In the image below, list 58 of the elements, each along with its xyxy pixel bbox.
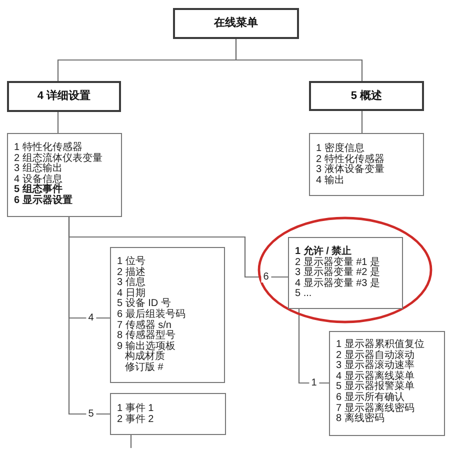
- menu-item: 9 输出选项板: [117, 342, 176, 352]
- menu-item: 6 最后组装号码: [117, 310, 186, 320]
- menu-item: 1 允许 / 禁止: [295, 247, 352, 257]
- menu-item: 修订版 #: [125, 362, 164, 374]
- menu-item: 4 显示器离线菜单: [336, 372, 414, 382]
- menu-item: 7 显示器离线密码: [336, 404, 414, 414]
- menu-title: 5 概述: [350, 90, 382, 102]
- menu-item: 5 设备 ID 号: [117, 299, 171, 310]
- connector-line: [298, 309, 329, 384]
- menu-item: 1 密度信息: [316, 144, 364, 154]
- edge-label: 5: [86, 408, 96, 420]
- menu-header-box: [7, 81, 121, 112]
- connector-line: [235, 39, 363, 81]
- menu-item: 1 事件 1: [117, 404, 154, 414]
- menu-item: 3 信息: [117, 278, 146, 288]
- menu-item: 3 显示器变量 #2 是: [295, 268, 380, 278]
- menu-item: 4 输出: [316, 176, 344, 186]
- menu-list-box: [110, 247, 225, 383]
- connector-line: [68, 217, 110, 415]
- menu-item: 3 显示器滚动速率: [336, 361, 414, 372]
- edge-label: 1: [309, 378, 319, 388]
- menu-list-box: [309, 133, 424, 196]
- menu-item: 8 离线密码: [336, 414, 384, 425]
- menu-item: 1 特性化传感器: [14, 143, 82, 153]
- menu-item: 2 事件 2: [117, 414, 154, 426]
- menu-list-box: [329, 331, 445, 436]
- connector-line: [130, 435, 132, 448]
- menu-item: 3 组态输出: [14, 164, 62, 174]
- edge-label: 6: [261, 272, 271, 282]
- menu-item: 6 显示器设置: [14, 196, 72, 207]
- menu-item: 构成材质: [125, 352, 165, 362]
- menu-item: 2 描述: [117, 268, 146, 278]
- menu-item: 4 日期: [117, 288, 146, 299]
- menu-item: 4 设备信息: [14, 174, 62, 185]
- menu-item: 7 传感器 s/n: [117, 320, 172, 331]
- menu-item: 5 组态事件: [14, 185, 62, 196]
- menu-item: 1 显示器累积值复位: [336, 340, 424, 350]
- menu-list-box: [110, 393, 226, 435]
- menu-item: 2 显示器自动滚动: [336, 350, 414, 361]
- menu-item: 1 位号: [117, 257, 146, 267]
- menu-item: 3 液体设备变量: [316, 165, 384, 176]
- menu-title: 4 详细设置: [37, 90, 91, 103]
- menu-item: 5 显示器报警菜单: [336, 382, 414, 392]
- connector-line: [57, 112, 59, 133]
- menu-item: 6 显示所有确认: [336, 392, 404, 403]
- edge-label: 4: [86, 312, 96, 324]
- menu-header-box: [309, 81, 424, 111]
- connector-line: [361, 111, 363, 133]
- menu-item: 2 组态流体仪表变量: [14, 154, 102, 164]
- menu-list-box: [7, 133, 122, 217]
- menu-list-box: [288, 237, 403, 309]
- menu-item: 5 ...: [295, 289, 312, 300]
- menu-item: 8 传感器型号: [117, 331, 176, 342]
- menu-title: 在线菜单: [214, 17, 258, 30]
- menu-item: 2 显示器变量 #1 是: [295, 258, 380, 268]
- menu-item: 2 特性化传感器: [316, 154, 384, 165]
- menu-item: 4 显示器变量 #3 是: [295, 278, 380, 289]
- menu-header-box: [173, 8, 299, 39]
